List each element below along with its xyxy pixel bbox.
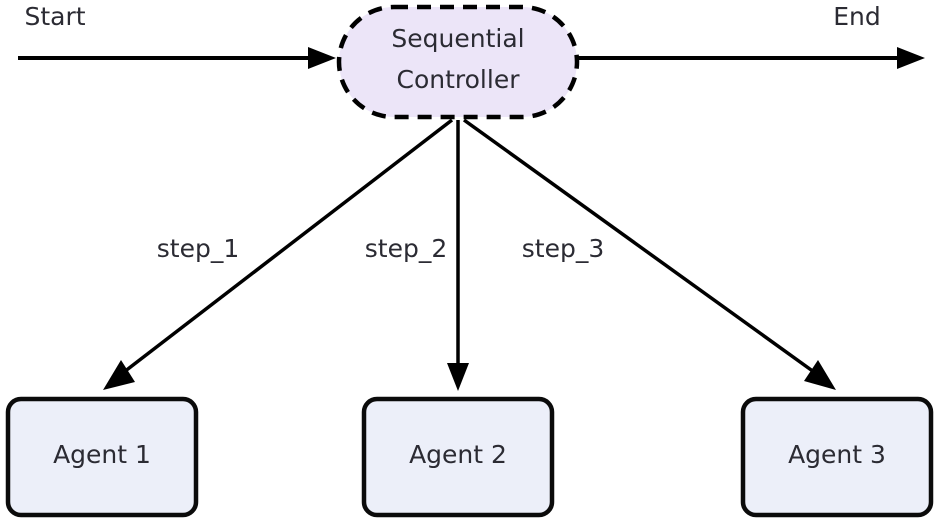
edge-label-step-1: step_1 [157, 234, 239, 263]
node-agent-3[interactable]: Agent 3 [740, 396, 934, 518]
node-agent-2-shape [361, 396, 555, 518]
node-agent-2-label: Agent 2 [409, 440, 507, 469]
node-agent-2[interactable]: Agent 2 [361, 396, 555, 518]
node-controller-label-line2: Controller [397, 65, 521, 94]
node-agent-1-label: Agent 1 [53, 440, 151, 469]
edge-step-1[interactable] [103, 118, 454, 390]
edge-step-3-arrowhead [804, 360, 836, 390]
edge-label-step-2: step_2 [365, 234, 447, 263]
node-controller-label-line1: Sequential [391, 24, 524, 53]
node-controller-shape [336, 4, 580, 120]
edge-start-arrowhead [308, 47, 336, 69]
edge-step-2[interactable] [447, 120, 469, 391]
edge-step-3-line [462, 118, 816, 374]
edge-end-arrowhead [897, 47, 925, 69]
edge-step-2-arrowhead [447, 363, 469, 391]
node-agent-1-shape [5, 396, 199, 518]
edge-step-1-line [122, 118, 454, 374]
end-label: End [833, 2, 881, 31]
edge-step-1-arrowhead [103, 360, 135, 390]
edge-label-step-3: step_3 [522, 234, 604, 263]
node-agent-3-label: Agent 3 [788, 440, 886, 469]
node-agent-1[interactable]: Agent 1 [5, 396, 199, 518]
node-sequential-controller[interactable]: Sequential Controller [336, 4, 580, 120]
node-agent-3-shape [740, 396, 934, 518]
edge-start-to-controller[interactable] [18, 47, 336, 69]
start-label: Start [24, 2, 85, 31]
edge-controller-to-end[interactable] [578, 47, 925, 69]
edge-step-3[interactable] [462, 118, 836, 390]
